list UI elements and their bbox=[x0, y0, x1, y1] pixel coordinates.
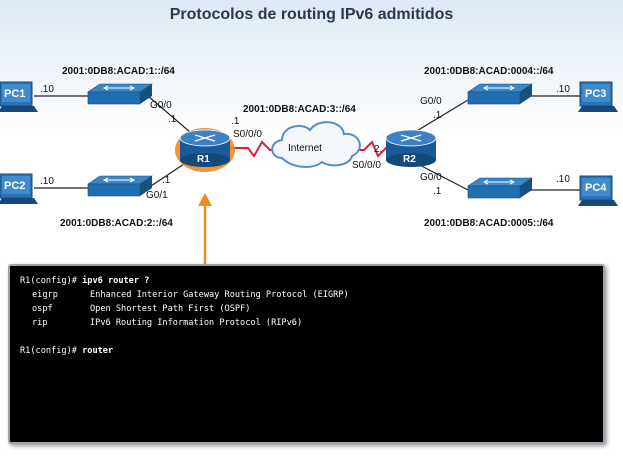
network-wan: 2001:0DB8:ACAD:3::/64 bbox=[243, 104, 356, 115]
pc4-icon bbox=[578, 175, 618, 206]
r1-s000-interface: S0/0/0 bbox=[233, 129, 262, 140]
switch-icon bbox=[467, 177, 533, 199]
switch-icon bbox=[87, 175, 153, 197]
option-desc: IPv6 Routing Information Protocol (RIPv6… bbox=[90, 318, 303, 328]
option-name: eigrp bbox=[32, 290, 58, 300]
network-topology bbox=[0, 81, 618, 264]
cli-terminal[interactable]: R1(config)# ipv6 router ? eigrp Enhanced … bbox=[8, 264, 605, 444]
network-lan4: 2001:0DB8:ACAD:0004::/64 bbox=[424, 66, 554, 77]
router-r1-icon bbox=[175, 128, 235, 172]
link-r2-s3 bbox=[409, 99, 469, 136]
option-row: eigrp Enhanced Interior Gateway Routing P… bbox=[20, 288, 593, 302]
pc4-label: PC4 bbox=[585, 182, 607, 194]
r1-g01-address: .1 bbox=[162, 175, 171, 186]
prompt: R1(config)# bbox=[20, 346, 77, 356]
pc3-address: .10 bbox=[556, 84, 570, 95]
network-lan5: 2001:0DB8:ACAD:0005::/64 bbox=[424, 218, 554, 229]
r2-g00-address: .1 bbox=[433, 110, 442, 121]
r1-s000-address: .1 bbox=[231, 116, 240, 127]
pc2-address: .10 bbox=[40, 176, 54, 187]
pc2-label: PC2 bbox=[4, 180, 26, 192]
network-lan2: 2001:0DB8:ACAD:2::/64 bbox=[60, 218, 173, 229]
terminal-line: R1(config)# ipv6 router ? bbox=[20, 274, 593, 288]
terminal-line: R1(config)# router bbox=[20, 344, 593, 358]
page-title: Protocolos de routing IPv6 admitidos bbox=[169, 6, 454, 23]
internet-label: Internet bbox=[288, 143, 322, 154]
pc2-icon bbox=[0, 173, 38, 204]
internet-cloud-icon bbox=[271, 121, 361, 168]
option-row: rip IPv6 Routing Information Protocol (RI… bbox=[20, 316, 593, 330]
pc1-icon bbox=[0, 81, 38, 112]
r2-g01-address: .1 bbox=[433, 186, 442, 197]
r2-s000-address: 2. bbox=[374, 144, 383, 155]
r2-s000-interface: S0/0/0 bbox=[352, 160, 381, 171]
pc1-address: .10 bbox=[40, 84, 54, 95]
prompt: R1(config)# bbox=[20, 276, 77, 286]
r2-label: R2 bbox=[403, 154, 416, 165]
network-lan1: 2001:0DB8:ACAD:1::/64 bbox=[62, 66, 175, 77]
link-s1-r1 bbox=[147, 95, 191, 133]
pc1-label: PC1 bbox=[4, 88, 26, 100]
option-name: rip bbox=[32, 318, 48, 328]
option-desc: Open Shortest Path First (OSPF) bbox=[90, 304, 251, 314]
r2-g00-interface: G0/0 bbox=[420, 96, 442, 107]
switch-icon bbox=[87, 83, 153, 105]
command: ipv6 router ? bbox=[82, 276, 150, 286]
option-desc: Enhanced Interior Gateway Routing Protoc… bbox=[90, 290, 349, 300]
arrow-head-icon bbox=[198, 193, 212, 206]
r1-g00-address: .1 bbox=[168, 114, 177, 125]
switch-icon bbox=[467, 83, 533, 105]
pc4-address: .10 bbox=[556, 174, 570, 185]
router-r2-icon bbox=[385, 129, 437, 167]
option-row: ospf Open Shortest Path First (OSPF) bbox=[20, 302, 593, 316]
pc3-icon bbox=[578, 81, 618, 112]
r2-g01-interface: G0/0 bbox=[420, 172, 442, 183]
blank-line bbox=[20, 330, 593, 344]
r1-g00-interface: G0/0 bbox=[150, 100, 172, 111]
r1-g01-interface: G0/1 bbox=[146, 190, 168, 201]
option-name: ospf bbox=[32, 304, 53, 314]
r1-label: R1 bbox=[197, 154, 210, 165]
command: router bbox=[82, 346, 114, 356]
pc3-label: PC3 bbox=[585, 88, 607, 100]
